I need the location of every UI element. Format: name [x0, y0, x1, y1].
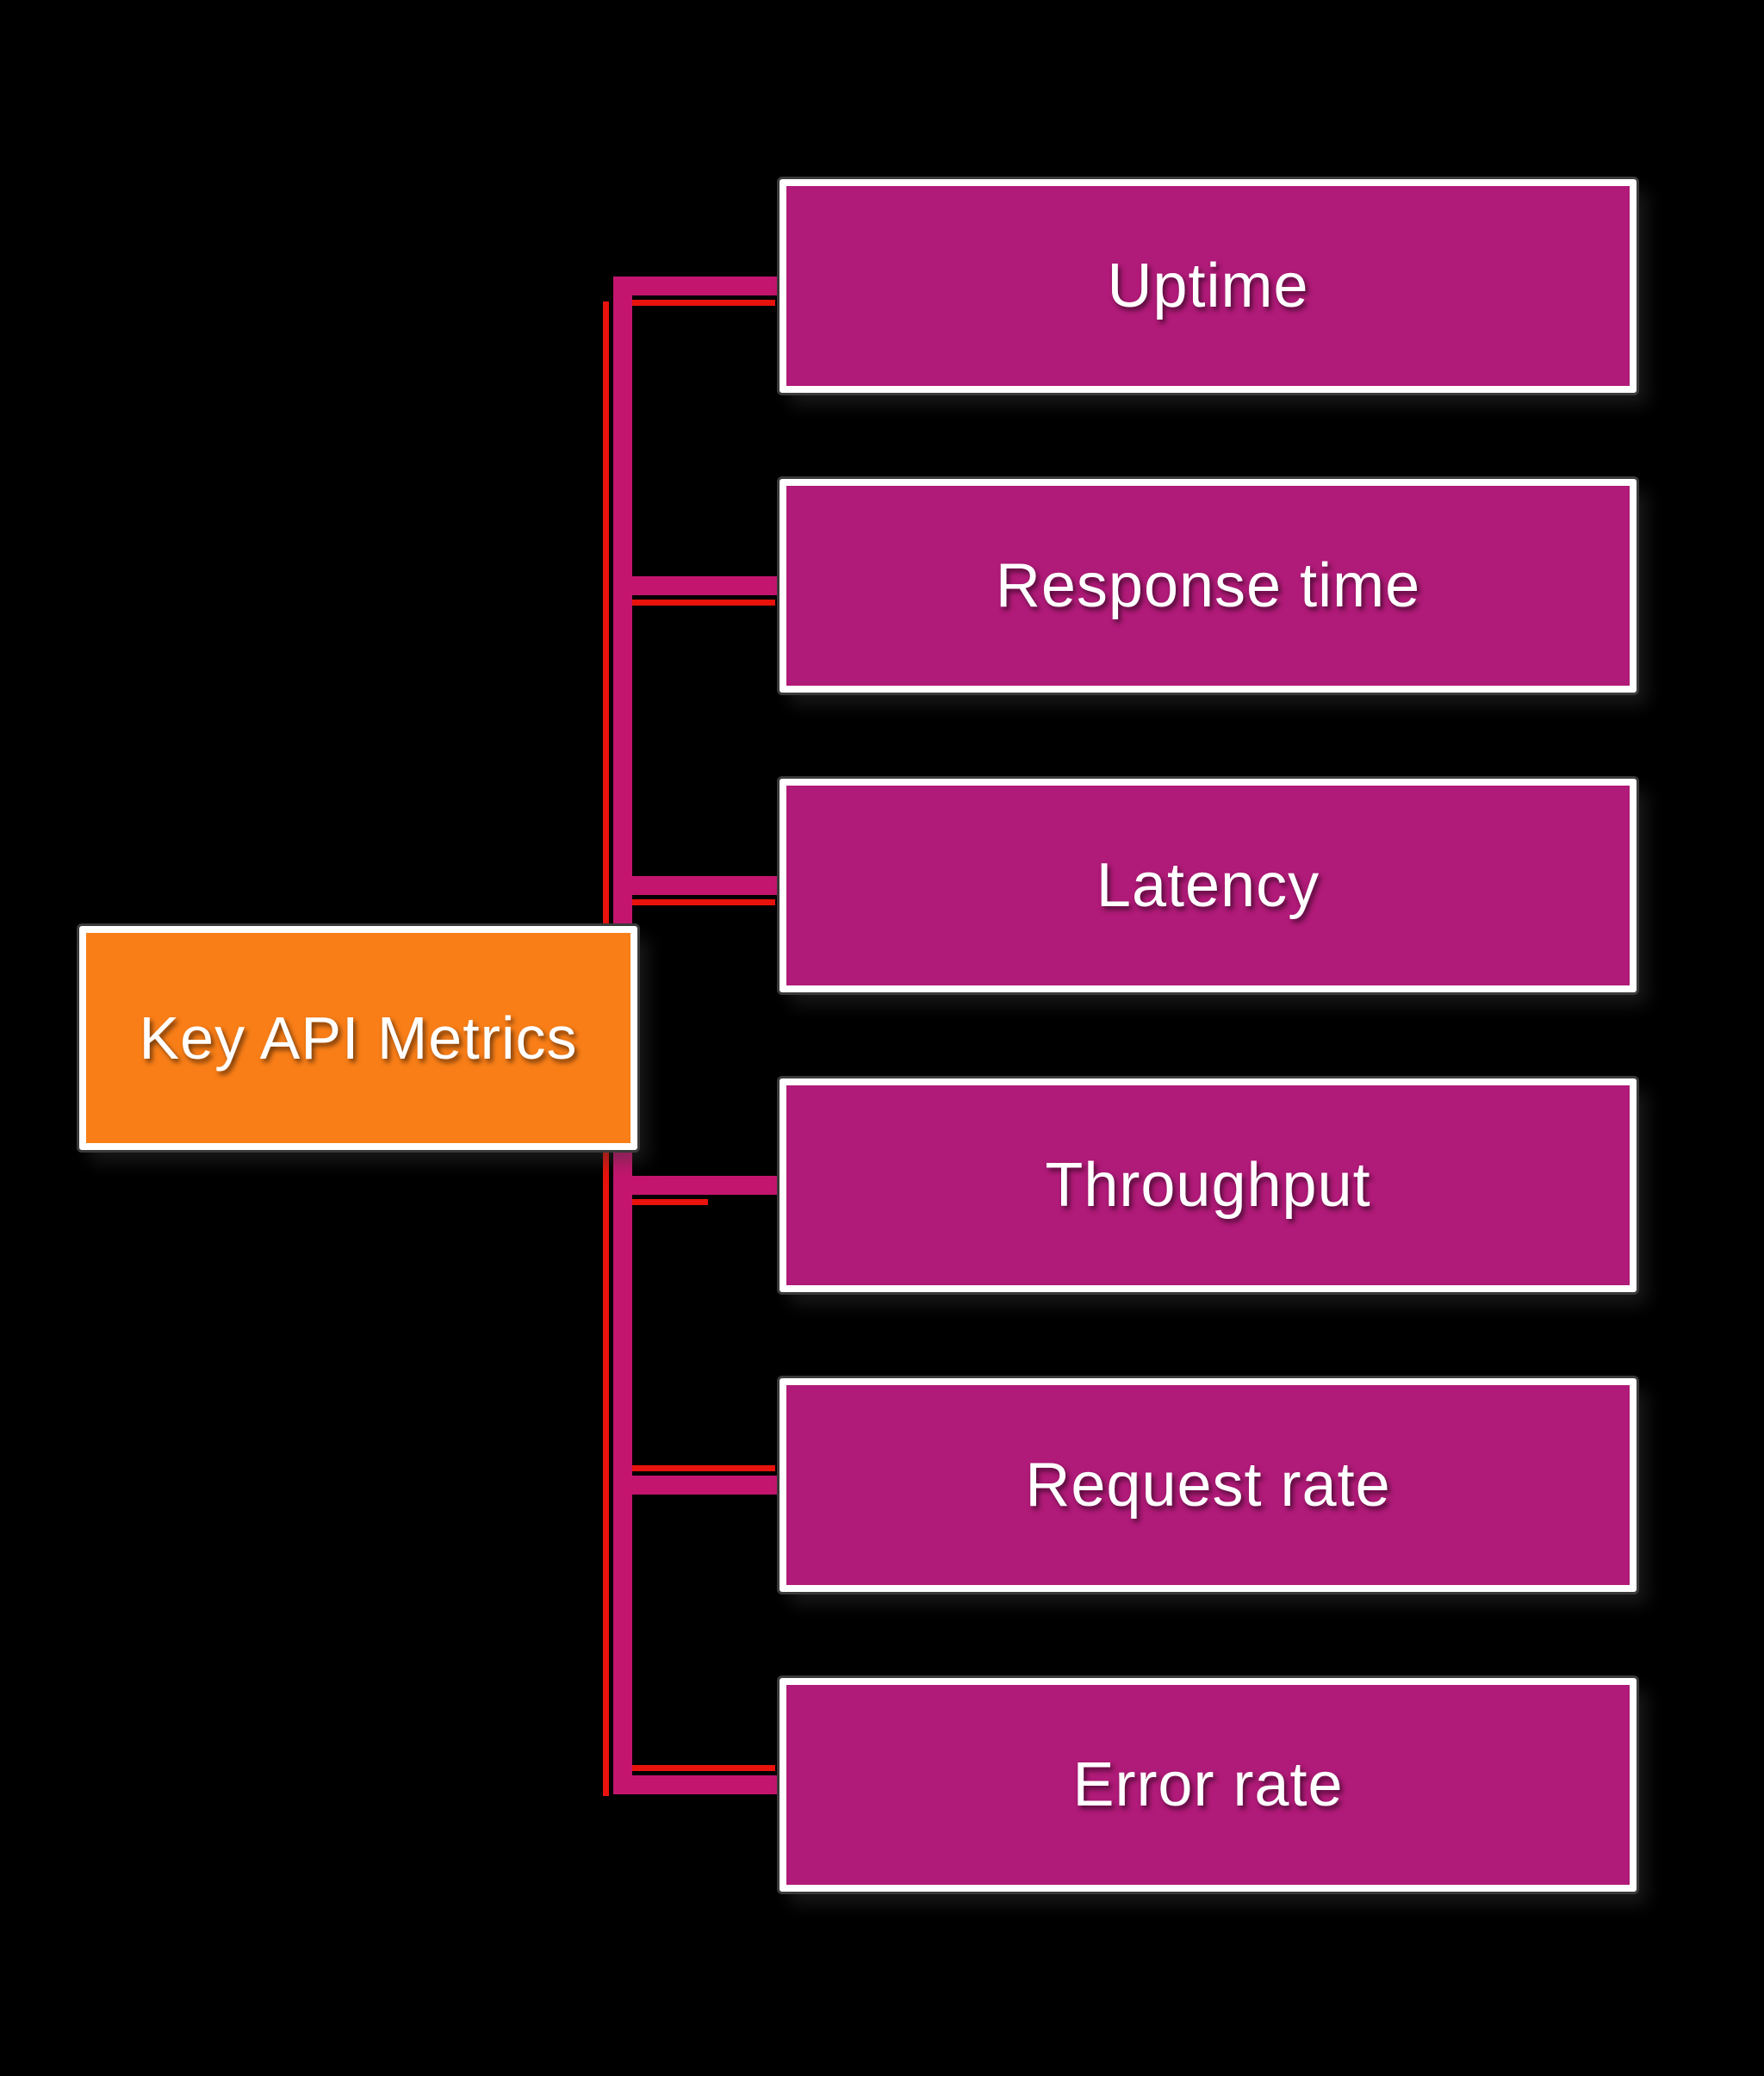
node-request-rate: Request rate: [780, 1378, 1637, 1592]
node-label: Latency: [1096, 851, 1320, 920]
node-latency: Latency: [780, 779, 1637, 992]
node-response-time: Response time: [780, 479, 1637, 693]
connector-stub-error-rate: [613, 1775, 786, 1794]
connector-stub-uptime: [613, 277, 786, 295]
connector-ghost-error-rate: [630, 1765, 775, 1771]
node-throughput: Throughput: [780, 1078, 1637, 1292]
node-label: Uptime: [1107, 252, 1309, 320]
root-node-key-api-metrics: Key API Metrics: [79, 926, 637, 1150]
node-uptime: Uptime: [780, 179, 1637, 393]
node-error-rate: Error rate: [780, 1678, 1637, 1892]
connector-stub-response-time: [613, 576, 786, 595]
node-label: Throughput: [1045, 1151, 1371, 1220]
connector-ghost-throughput: [630, 1199, 708, 1205]
connector-stub-latency: [613, 876, 786, 895]
root-node-label: Key API Metrics: [139, 1004, 578, 1072]
connector-ghost-uptime: [630, 300, 775, 306]
connector-stub-request-rate: [613, 1476, 786, 1495]
node-label: Request rate: [1025, 1451, 1391, 1520]
connector-ghost-request-rate: [630, 1465, 775, 1471]
node-label: Response time: [995, 551, 1421, 620]
connector-stub-throughput: [613, 1176, 786, 1195]
connector-ghost-latency: [630, 899, 775, 905]
node-label: Error rate: [1072, 1750, 1344, 1819]
connector-ghost-response-time: [630, 600, 775, 606]
